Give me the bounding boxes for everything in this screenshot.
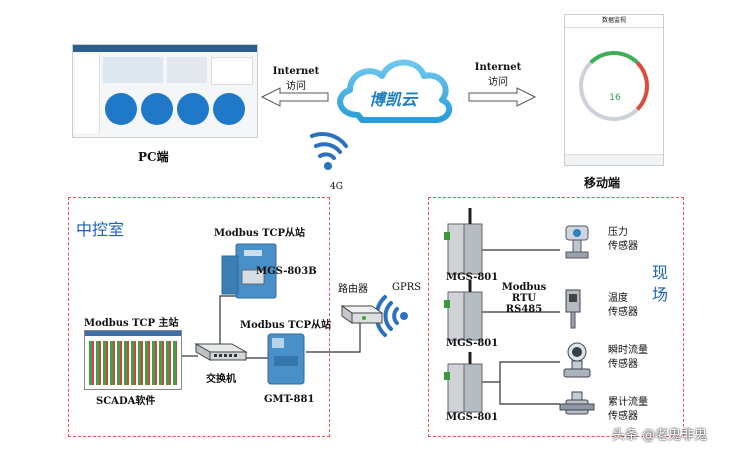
mgs-801-device-icon	[444, 280, 483, 341]
cloud-brand-label: 博凯云	[368, 90, 417, 109]
temperature-sensor-icon	[565, 289, 581, 329]
pc-dashboard-sidebar	[75, 55, 100, 133]
pc-gauge-icon	[141, 93, 173, 125]
watermark: 头条 @老鬼非鬼	[612, 428, 708, 443]
wireless-4g-icon	[310, 132, 348, 170]
pressure-sensor-label: 压力传感器	[608, 227, 638, 252]
pc-gauge-icon	[213, 93, 245, 125]
mobile-label: 移动端	[584, 176, 621, 190]
router-icon	[340, 305, 384, 324]
slave2-device-label: GMT-881	[264, 394, 315, 405]
pc-gauge-icon	[105, 93, 137, 125]
master-title: Modbus TCP 主站	[84, 318, 179, 329]
pressure-sensor-icon	[565, 225, 589, 259]
mobile-screenshot: 数据监视 16	[564, 14, 664, 166]
flow-sensor-label: 瞬时流量传感器	[608, 345, 648, 370]
mobile-gauge-value: 16	[609, 93, 621, 103]
slave1-device-label: MGS-803B	[256, 266, 317, 277]
pc-dashboard-screenshot	[72, 44, 258, 138]
gmt-881-device-icon	[267, 333, 305, 385]
mgs-801-device-icon	[444, 208, 483, 275]
pc-dashboard-map-panel	[103, 57, 163, 83]
pc-label: PC端	[138, 150, 169, 164]
cumulative-flow-sensor-label: 累计流量传感器	[608, 397, 648, 422]
temperature-sensor-label: 温度传感器	[608, 293, 638, 318]
switch-icon	[194, 343, 248, 361]
signal-label: 4G	[330, 182, 343, 192]
control-room-wiring	[182, 295, 361, 359]
internet-right-label: Internet 访问	[474, 62, 522, 88]
router-label: 路由器	[338, 284, 368, 295]
mobile-header-title: 数据监视	[565, 15, 663, 28]
cumulative-flow-sensor-icon	[559, 391, 595, 415]
arrow-to-pc	[260, 87, 329, 107]
gprs-label: GPRS	[392, 282, 422, 293]
scada-bar-chart	[89, 341, 177, 385]
scada-software-screenshot	[84, 330, 182, 390]
switch-label: 交换机	[206, 374, 236, 385]
slave2-title: Modbus TCP从站	[240, 320, 332, 331]
mobile-bottom-nav	[565, 154, 663, 165]
bus-label: Modbus RTU RS485	[501, 282, 547, 315]
pc-dashboard-device-panel	[167, 57, 207, 83]
scada-label: SCADA软件	[96, 396, 156, 407]
flow-sensor-icon	[563, 342, 591, 378]
pc-gauge-icon	[177, 93, 209, 125]
field-title: 现 场	[652, 263, 669, 304]
mgs-803b-device-icon	[221, 243, 277, 299]
pc-dashboard-header	[73, 45, 257, 52]
field-device-label-2: MGS-801	[446, 338, 499, 349]
scada-title-bar	[85, 331, 181, 336]
cloud-icon	[337, 59, 453, 124]
field-box	[428, 197, 684, 437]
field-device-label-3: MGS-801	[446, 412, 499, 423]
control-room-box	[68, 197, 330, 437]
internet-left-label: Internet 访问	[272, 66, 320, 92]
arrow-to-mobile	[468, 87, 537, 107]
mgs-801-device-icon	[444, 352, 483, 413]
field-wiring	[482, 249, 560, 405]
field-device-label-1: MGS-801	[446, 272, 499, 283]
pc-dashboard-status-panel	[211, 57, 253, 85]
control-room-title: 中控室	[76, 220, 125, 239]
slave1-title: Modbus TCP从站	[214, 228, 306, 239]
mobile-gauge-icon	[579, 51, 649, 121]
